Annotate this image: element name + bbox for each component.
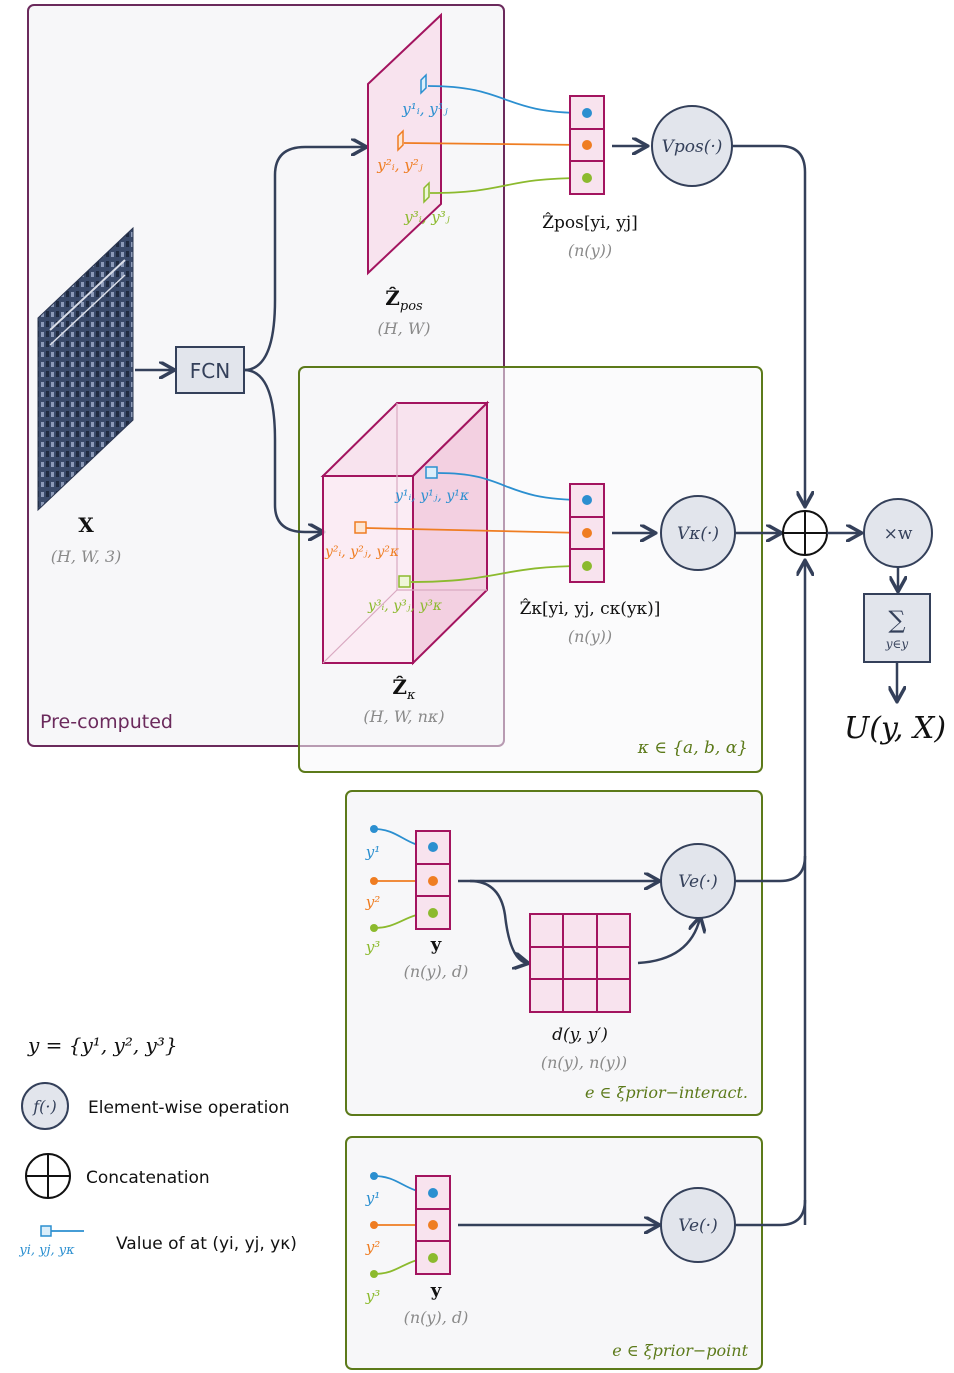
arrow-fcn-zpos (243, 147, 365, 372)
legend-value-cube-icon (40, 1225, 84, 1237)
arrow-matrix-ve (637, 918, 700, 965)
zkappa-point-1 (425, 466, 438, 479)
legend-concat-text: Concatenation (86, 1168, 210, 1188)
point-label-3: y³ (365, 1287, 381, 1305)
arrow-interact-matrix (469, 879, 527, 963)
concat-node (782, 510, 828, 556)
kappa-box-label: κ ∈ {a, b, α} (637, 738, 748, 758)
zkappa-link-3 (410, 565, 586, 583)
zpos-shape: (H, W) (377, 319, 430, 338)
zpos-point-label-3: y³ᵢ, y³ⱼ (403, 208, 450, 226)
point-label-2: y² (365, 1238, 381, 1256)
arrow-fcn-zkappa (243, 368, 322, 532)
point-vector (415, 1175, 451, 1275)
legend-op-symbol-node (21, 1082, 69, 1130)
legend-value-text: Value of at (yi, yj, yκ) (116, 1234, 297, 1254)
zkappa-vector (569, 483, 605, 583)
zkappa-point-2 (354, 521, 367, 534)
vpos-label: Vpos(·) (662, 137, 723, 157)
input-shape: (H, W, 3) (51, 547, 122, 566)
arrow-vpos-concat (732, 144, 805, 505)
zkappa-name: Ẑκ (392, 675, 416, 703)
legend-set: y = {y¹, y², y³} (27, 1033, 178, 1057)
interact-vector-label: y (430, 934, 442, 955)
zkappa-point-label-1: y¹ᵢ, y¹ⱼ, y¹κ (394, 488, 469, 504)
zpos-vector-label: Ẑpos[yi, yj] (542, 212, 638, 233)
zkappa-point-3 (398, 575, 411, 588)
interact-label-1: y¹ (365, 843, 381, 861)
legend-op-text: Element-wise operation (88, 1098, 290, 1118)
zpos-point-1 (420, 73, 427, 95)
vkappa-label: Vκ(·) (677, 524, 719, 544)
input-symbol: X (78, 513, 94, 537)
zkappa-vector-shape: (n(y)) (568, 627, 612, 646)
sum-subscript: y∈y (885, 637, 909, 651)
output-result: U(y, X) (844, 711, 946, 746)
zpos-vector (569, 95, 605, 195)
zpos-name: Ẑpos (385, 286, 423, 314)
zpos-link-3 (429, 177, 586, 194)
fcn-label: FCN (190, 359, 230, 383)
sum-symbol: ∑ (888, 606, 905, 634)
point-label-1: y¹ (365, 1189, 381, 1207)
matrix-shape: (n(y), n(y)) (541, 1053, 627, 1072)
zpos-vector-shape: (n(y)) (568, 241, 612, 260)
zkappa-link-1 (437, 472, 586, 501)
interact-vector-shape: (n(y), d) (404, 962, 469, 981)
zpos-link-2 (403, 142, 586, 146)
legend-value-symbol: yi, yj, yκ (18, 1243, 75, 1258)
zkappa-vector-label: Ẑκ[yi, yj, cκ(yκ)] (520, 598, 661, 619)
zkappa-point-label-3: y³ᵢ, y³ⱼ, y³κ (367, 598, 442, 614)
legend-op-symbol: f(·) (32, 1097, 57, 1116)
zpos-point-label-2: y²ᵢ, y²ⱼ (376, 156, 423, 174)
arrow-ve-interact-up (735, 855, 807, 883)
precomputed-label: Pre-computed (40, 711, 173, 733)
ve-interact-label: Ve(·) (678, 872, 717, 892)
input-image (37, 226, 134, 512)
zpos-point-2 (397, 129, 404, 152)
arrow-ve-point-up (735, 1199, 807, 1227)
sum-box (863, 593, 931, 663)
fcn-box (175, 346, 245, 394)
mult-label: ×w (884, 524, 913, 544)
zpos-point-3 (423, 181, 430, 204)
matrix-label: d(y, y′) (552, 1025, 608, 1045)
point-vector-shape: (n(y), d) (404, 1308, 469, 1327)
point-box-label: e ∈ ξprior−point (612, 1341, 748, 1360)
interact-vector (415, 830, 451, 930)
point-vector-label: y (430, 1280, 442, 1301)
zkappa-shape: (H, W, nκ) (363, 707, 444, 726)
zpos-point-label-1: y¹ᵢ, y¹ⱼ (401, 100, 448, 118)
interact-label-3: y³ (365, 938, 381, 956)
legend-concat-symbol (25, 1153, 71, 1199)
interact-label-2: y² (365, 893, 381, 911)
zpos-link-1 (427, 85, 586, 114)
zkappa-link-2 (365, 527, 586, 534)
distance-matrix (529, 913, 631, 1013)
interact-box-label: e ∈ ξprior−interact. (585, 1083, 748, 1102)
ve-point-label: Ve(·) (678, 1216, 717, 1236)
zkappa-point-label-2: y²ᵢ, y²ⱼ, y²κ (324, 544, 399, 560)
